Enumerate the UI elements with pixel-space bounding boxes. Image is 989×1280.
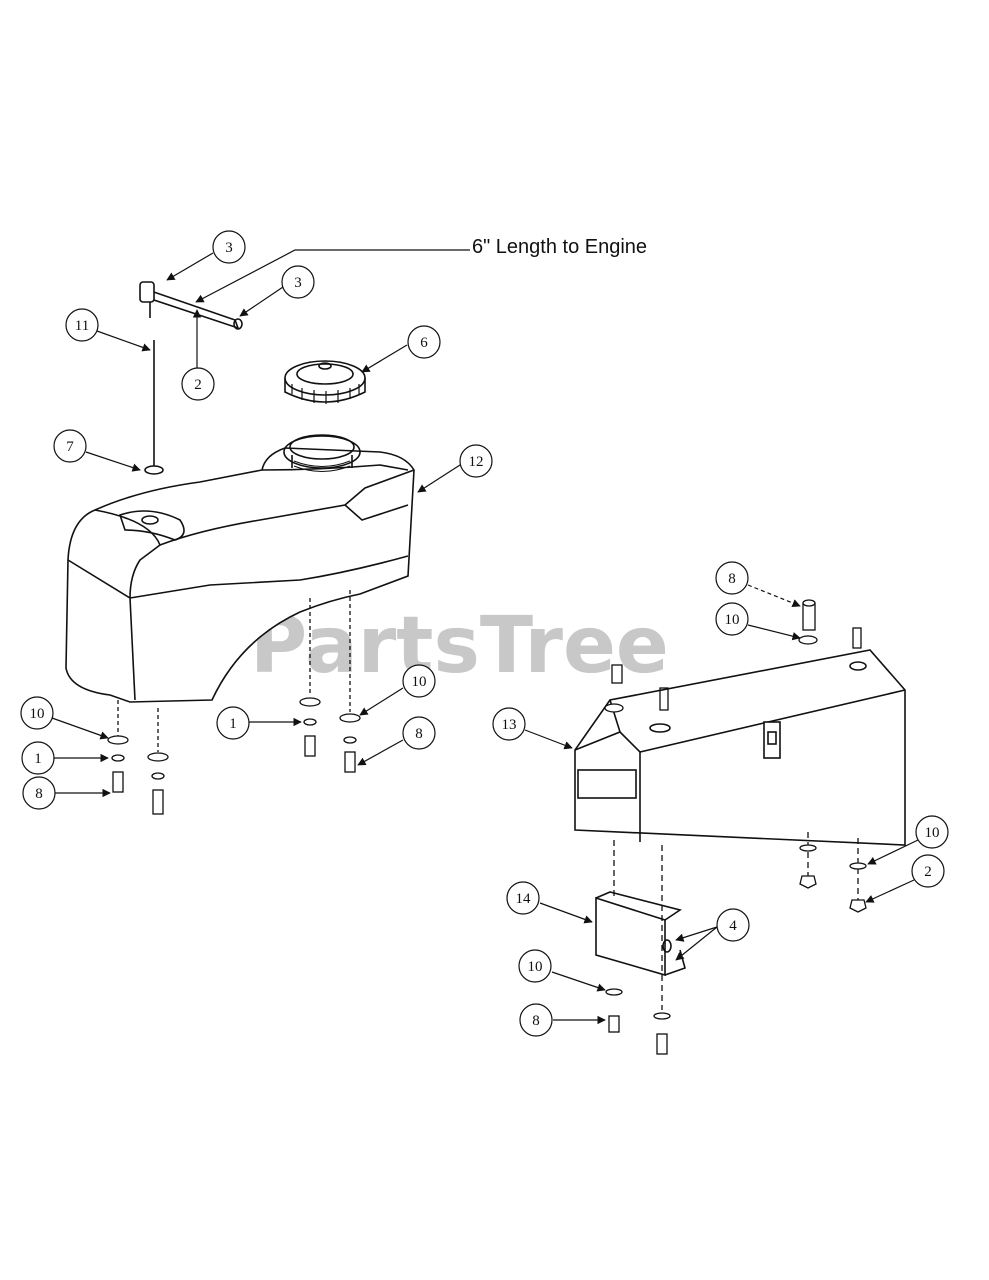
fuel-line-length-note: 6" Length to Engine [472,236,647,258]
svg-text:14: 14 [516,891,532,907]
callout-8-toolbox-top: 8 [715,561,749,595]
svg-text:8: 8 [35,786,43,802]
callout-2: 2 [181,367,215,401]
callout-balloons: 3 3 11 2 6 7 12 10 1 8 1 10 8 8 10 13 10… [20,230,949,1037]
svg-text:8: 8 [415,726,423,742]
callout-3-top: 3 [212,230,246,264]
svg-text:6: 6 [420,335,428,351]
svg-text:1: 1 [34,751,42,767]
svg-text:10: 10 [30,706,45,722]
svg-text:8: 8 [532,1013,540,1029]
callout-8-bracket: 8 [519,1003,553,1037]
svg-text:11: 11 [75,318,89,334]
svg-text:3: 3 [294,275,302,291]
callout-8-left: 8 [22,776,56,810]
callout-6: 6 [407,325,441,359]
svg-text:3: 3 [225,240,233,256]
watermark: PartsTree [250,601,669,691]
svg-text:10: 10 [925,825,940,841]
callout-1-center: 1 [216,706,250,740]
svg-text:7: 7 [66,439,74,455]
tool-box-hardware [604,599,867,1055]
fuel-cap [284,360,366,404]
callout-7: 7 [53,429,87,463]
tool-box-bracket [595,891,686,977]
svg-text:12: 12 [469,454,484,470]
tool-box [574,649,906,846]
tool-box-assembly [574,599,906,1055]
svg-text:2: 2 [194,377,202,393]
callout-8-center: 8 [402,716,436,750]
callout-3-right: 3 [281,265,315,299]
callout-4: 4 [716,908,750,942]
svg-text:8: 8 [728,571,736,587]
tank-hardware [107,590,361,815]
svg-text:10: 10 [725,612,740,628]
callout-2-toolbox: 2 [911,854,945,888]
svg-text:13: 13 [502,717,517,733]
leader-lines [51,249,919,1025]
svg-text:2: 2 [924,864,932,880]
callout-12: 12 [459,444,493,478]
callout-1-left: 1 [21,741,55,775]
fuel-tank-assembly [65,281,415,815]
callout-13: 13 [492,707,526,741]
callout-10-bracket: 10 [518,949,552,983]
callout-10-left: 10 [20,696,54,730]
callout-10-center: 10 [402,664,436,698]
fuel-tank [65,434,415,703]
svg-text:10: 10 [412,674,427,690]
callout-14: 14 [506,881,540,915]
callout-10-toolbox-right: 10 [915,815,949,849]
callout-11: 11 [65,308,99,342]
callout-10-toolbox-top: 10 [715,602,749,636]
svg-text:4: 4 [729,918,737,934]
fuel-line [139,281,243,475]
svg-text:10: 10 [528,959,543,975]
svg-text:1: 1 [229,716,237,732]
